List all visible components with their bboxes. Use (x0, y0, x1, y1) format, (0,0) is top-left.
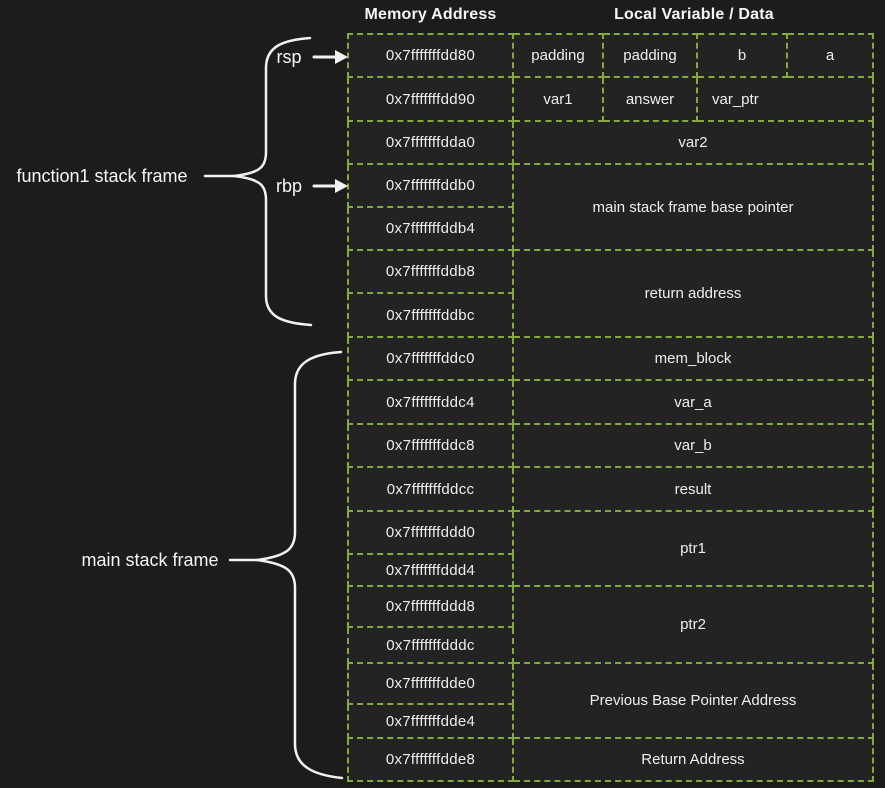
column-header-memory-address: Memory Address (364, 6, 497, 23)
data-cell-padding: padding (604, 33, 698, 78)
data-cell-var_ptr: var_ptr (698, 78, 874, 122)
function1-stack-frame-label: function1 stack frame (16, 166, 188, 186)
data-cell-return-address: return address (514, 251, 874, 338)
data-cell-b: b (698, 33, 788, 78)
main-brace (256, 350, 344, 780)
address-cell: 0x7fffffffdde8 (347, 739, 514, 782)
address-cell: 0x7fffffffdddc (347, 628, 514, 664)
column-header-local-variable-data: Local Variable / Data (614, 6, 774, 23)
address-cell: 0x7fffffffdde4 (347, 705, 514, 739)
address-cell: 0x7fffffffddb4 (347, 208, 514, 251)
address-cell: 0x7fffffffddcc (347, 468, 514, 512)
data-cell-ptr1: ptr1 (514, 512, 874, 587)
data-cell-mem_block: mem_block (514, 338, 874, 381)
data-cell-main-stack-frame-base-pointer: main stack frame base pointer (514, 165, 874, 251)
address-cell: 0x7fffffffdd80 (347, 33, 514, 78)
address-cell: 0x7fffffffdd90 (347, 78, 514, 122)
rbp-register-label: rbp (275, 176, 302, 196)
data-cell-answer: answer (604, 78, 698, 122)
data-cell-result: result (514, 468, 874, 512)
address-cell: 0x7fffffffddb0 (347, 165, 514, 208)
data-cell-var2: var2 (514, 122, 874, 165)
address-cell: 0x7fffffffdde0 (347, 664, 514, 705)
address-cell: 0x7fffffffddd0 (347, 512, 514, 555)
data-cell-padding: padding (514, 33, 604, 78)
data-cell-ptr2: ptr2 (514, 587, 874, 664)
rsp-register-label: rsp (276, 47, 302, 67)
data-cell-previous-base-pointer-address: Previous Base Pointer Address (514, 664, 874, 739)
data-cell-var_a: var_a (514, 381, 874, 425)
address-cell: 0x7fffffffddd8 (347, 587, 514, 628)
main-stack-frame-label: main stack frame (81, 550, 219, 570)
address-cell: 0x7fffffffddd4 (347, 555, 514, 587)
data-cell-a: a (788, 33, 874, 78)
address-cell: 0x7fffffffddc0 (347, 338, 514, 381)
data-cell-var1: var1 (514, 78, 604, 122)
address-cell: 0x7fffffffddc4 (347, 381, 514, 425)
address-cell: 0x7fffffffddc8 (347, 425, 514, 468)
address-cell: 0x7fffffffddb8 (347, 251, 514, 294)
address-cell: 0x7fffffffddbc (347, 294, 514, 338)
data-cell-return-address: Return Address (514, 739, 874, 782)
address-cell: 0x7fffffffdda0 (347, 122, 514, 165)
data-cell-var_b: var_b (514, 425, 874, 468)
